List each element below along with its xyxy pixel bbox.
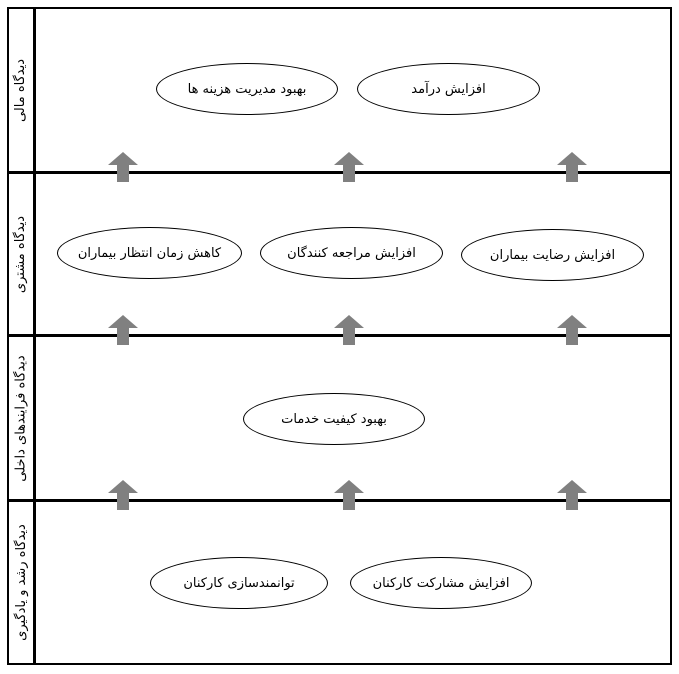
up-arrow-icon [557,152,587,182]
objective-label: افزایش درآمد [411,81,486,97]
up-arrow-icon [557,315,587,345]
objective-visitors-increase: افزایش مراجعه کنندگان [260,227,443,279]
band-label-learning-text: دیدگاه رشد و یادگیری [13,524,29,641]
objective-label: افزایش مشارکت کارکنان [372,575,510,591]
objective-staff-participation: افزایش مشارکت کارکنان [350,557,532,609]
band-label-financial-text: دیدگاه مالی [13,58,29,122]
objective-service-quality: بهبود کیفیت خدمات [243,393,425,445]
band-label-customer: دیدگاه مشتری [9,174,33,334]
row-divider-3 [7,499,672,502]
objective-label: توانمندسازی کارکنان [183,575,295,591]
band-label-customer-text: دیدگاه مشتری [13,215,29,293]
objective-wait-time-reduction: کاهش زمان انتظار بیماران [57,227,242,279]
up-arrow-icon [334,315,364,345]
objective-label: افزایش مراجعه کنندگان [287,245,416,261]
objective-patient-satisfaction: افزایش رضایت بیماران [461,229,644,281]
objective-label: بهبود مدیریت هزینه ها [187,81,307,97]
row-divider-1 [7,171,672,174]
up-arrow-icon [334,480,364,510]
objective-label: افزایش رضایت بیماران [489,247,616,263]
up-arrow-icon [108,152,138,182]
up-arrow-icon [557,480,587,510]
objective-staff-empowerment: توانمندسازی کارکنان [150,557,328,609]
objective-label: کاهش زمان انتظار بیماران [77,245,222,261]
objective-label: بهبود کیفیت خدمات [281,411,387,427]
up-arrow-icon [334,152,364,182]
objective-revenue-increase: افزایش درآمد [357,63,540,115]
band-label-internal-text: دیدگاه فرایندهای داخلی [13,354,29,482]
band-label-learning: دیدگاه رشد و یادگیری [9,502,33,663]
up-arrow-icon [108,315,138,345]
band-label-internal: دیدگاه فرایندهای داخلی [9,337,33,499]
objective-cost-management: بهبود مدیریت هزینه ها [156,63,338,115]
band-label-financial: دیدگاه مالی [9,9,33,171]
up-arrow-icon [108,480,138,510]
row-divider-2 [7,334,672,337]
